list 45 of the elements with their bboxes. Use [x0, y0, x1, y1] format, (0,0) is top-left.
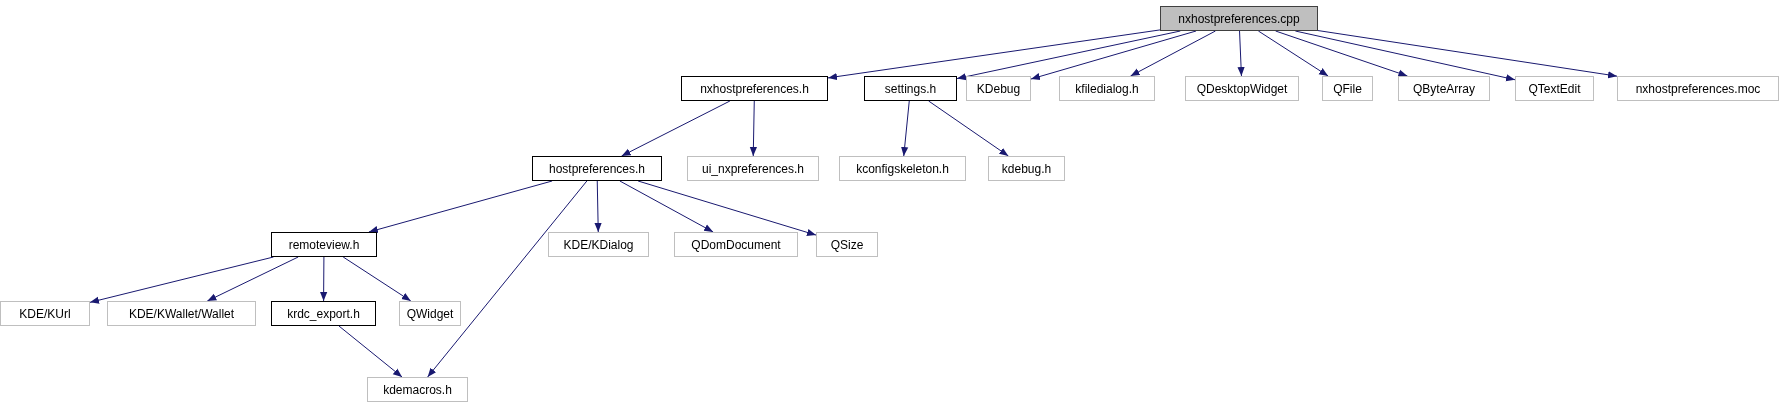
file-node: kconfigskeleton.h [839, 156, 966, 181]
file-node: QByteArray [1398, 76, 1490, 101]
arrow [1130, 30, 1216, 77]
arrow [1237, 30, 1245, 77]
arrow [827, 29, 1161, 81]
file-node: KDE/KWallet/Wallet [107, 301, 256, 326]
file-node: nxhostpreferences.cpp [1160, 6, 1318, 31]
arrow [368, 180, 553, 234]
arrow [1317, 30, 1618, 79]
arrow [206, 256, 299, 302]
arrow [901, 100, 910, 157]
arrow [621, 100, 731, 157]
arrow [1275, 30, 1408, 77]
file-node: ui_nxpreferences.h [687, 156, 819, 181]
arrow [1030, 30, 1197, 80]
file-node: hostpreferences.h [532, 156, 662, 181]
file-node: QDesktopWidget [1185, 76, 1299, 101]
arrow [1257, 30, 1329, 77]
file-node: QWidget [399, 301, 461, 326]
arrow [637, 180, 817, 236]
file-node: kfiledialog.h [1059, 76, 1155, 101]
arrow [594, 180, 602, 233]
arrow [338, 325, 403, 378]
file-node: QSize [816, 232, 878, 257]
file-node: QDomDocument [674, 232, 798, 257]
arrow [320, 256, 328, 302]
arrow [342, 256, 412, 302]
file-node: settings.h [864, 76, 957, 101]
arrow [928, 100, 1009, 157]
arrow [89, 256, 274, 304]
arrow [427, 180, 588, 378]
file-node: QFile [1322, 76, 1373, 101]
file-node: KDE/KDialog [548, 232, 649, 257]
file-node: QTextEdit [1515, 76, 1594, 101]
file-node: krdc_export.h [271, 301, 376, 326]
file-node: KDebug [966, 76, 1031, 101]
arrow [956, 30, 1181, 81]
file-node: kdemacros.h [367, 377, 468, 402]
file-node: nxhostpreferences.h [681, 76, 828, 101]
file-node: nxhostpreferences.moc [1617, 76, 1779, 101]
file-node: remoteview.h [271, 232, 377, 257]
file-node: KDE/KUrl [0, 301, 90, 326]
arrow [749, 100, 757, 157]
arrow [619, 180, 714, 233]
file-node: kdebug.h [988, 156, 1065, 181]
